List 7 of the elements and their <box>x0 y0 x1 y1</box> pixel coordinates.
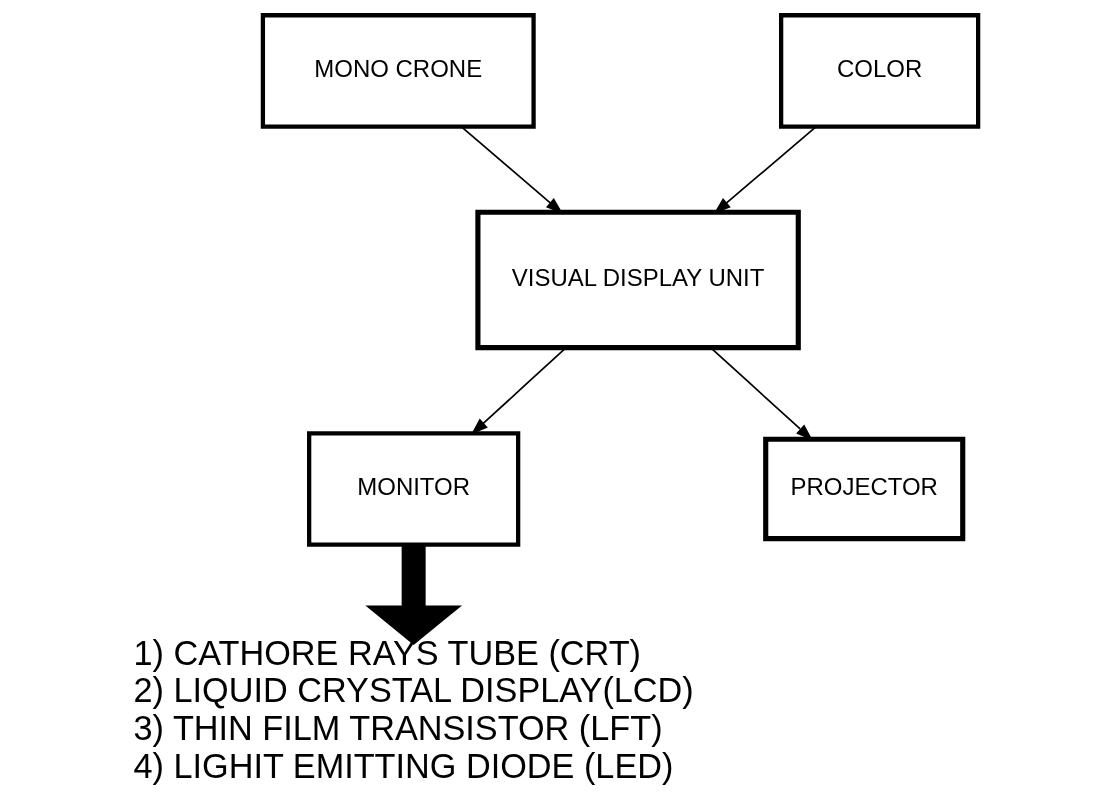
node-box: VISUAL DISPLAY UNIT <box>474 209 801 351</box>
arrow <box>364 545 462 645</box>
node-box: PROJECTOR <box>762 436 965 542</box>
node-box: MONITOR <box>306 431 520 547</box>
node-text: 1) CATHORE RAYS TUBE (CRT) 2) LIQUID CRYSTAL DISPLAY(LCD) 3) THIN FILM TRANSISTOR (LFT) 4) LIGHIT EMITTING DIODE (LED) <box>133 633 694 785</box>
node-box: COLOR <box>778 13 980 129</box>
node-box: MONO CRONE <box>260 13 536 129</box>
